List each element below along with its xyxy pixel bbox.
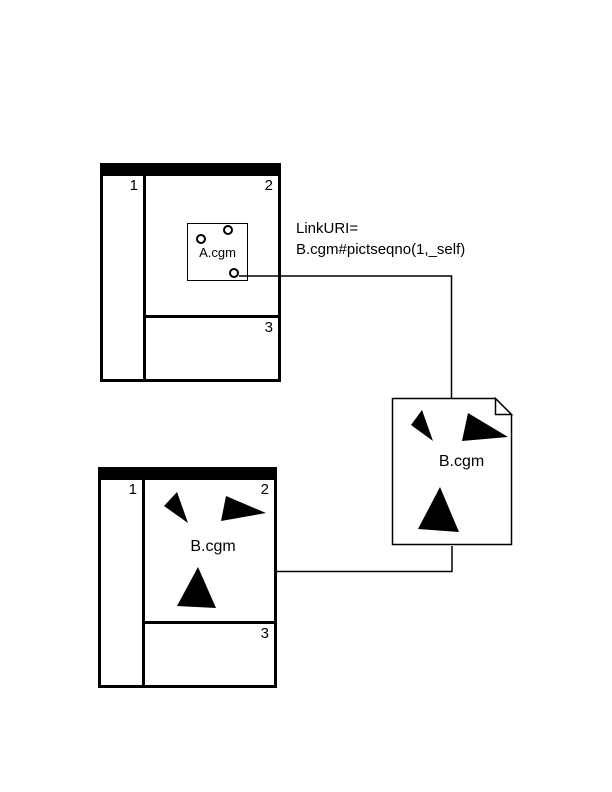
viewer-a-pane-1: 1 (103, 176, 146, 379)
viewer-a-pane-3-label: 3 (264, 319, 273, 336)
viewer-b-pane-1: 1 (101, 480, 145, 685)
viewer-a-pane-2-label: 2 (264, 177, 273, 194)
link-uri-annotation: LinkURI= B.cgm#pictseqno(1,_self) (296, 218, 465, 260)
a-cgm-picture-box: A.cgm (187, 223, 248, 281)
document-triangle-up-icon (418, 487, 459, 532)
viewer-b-pane-1-label: 1 (128, 481, 137, 498)
viewer-a-title-bar (103, 166, 278, 176)
viewer-b-pane-3: 3 (145, 624, 274, 685)
viewer-b-pane-3-label: 3 (260, 625, 269, 642)
document-icon (391, 397, 513, 546)
viewer-b-title-bar (101, 470, 274, 480)
viewer-b-pane-right: 2 3 (145, 480, 274, 685)
viewer-b-pane-divider (145, 621, 274, 624)
a-cgm-picture-label: A.cgm (199, 245, 236, 260)
viewer-b-picture-label: B.cgm (190, 538, 236, 555)
viewer-b-body: 1 2 3 (101, 480, 274, 685)
document-triangle-left-icon (411, 410, 433, 441)
link-uri-line1: LinkURI= (296, 220, 359, 237)
hotspot-circle-icon (223, 225, 233, 235)
link-uri-line2: B.cgm#pictseqno(1,_self) (296, 241, 466, 258)
viewer-a-pane-divider (146, 315, 278, 318)
viewer-a-pane-1-label: 1 (129, 177, 138, 194)
link-connector-line-bottom (277, 546, 453, 573)
document-folded-corner-icon (494, 396, 514, 416)
viewer-a-pane-3: 3 (146, 318, 278, 379)
link-source-hotspot-circle-icon (229, 268, 239, 278)
hotspot-circle-icon (196, 234, 206, 244)
document-icon-label: B.cgm (438, 453, 485, 470)
viewer-b-pane-2-label: 2 (260, 481, 269, 498)
document-triangle-right-icon (462, 413, 508, 441)
viewer-window-b: 1 2 3 (98, 467, 277, 688)
